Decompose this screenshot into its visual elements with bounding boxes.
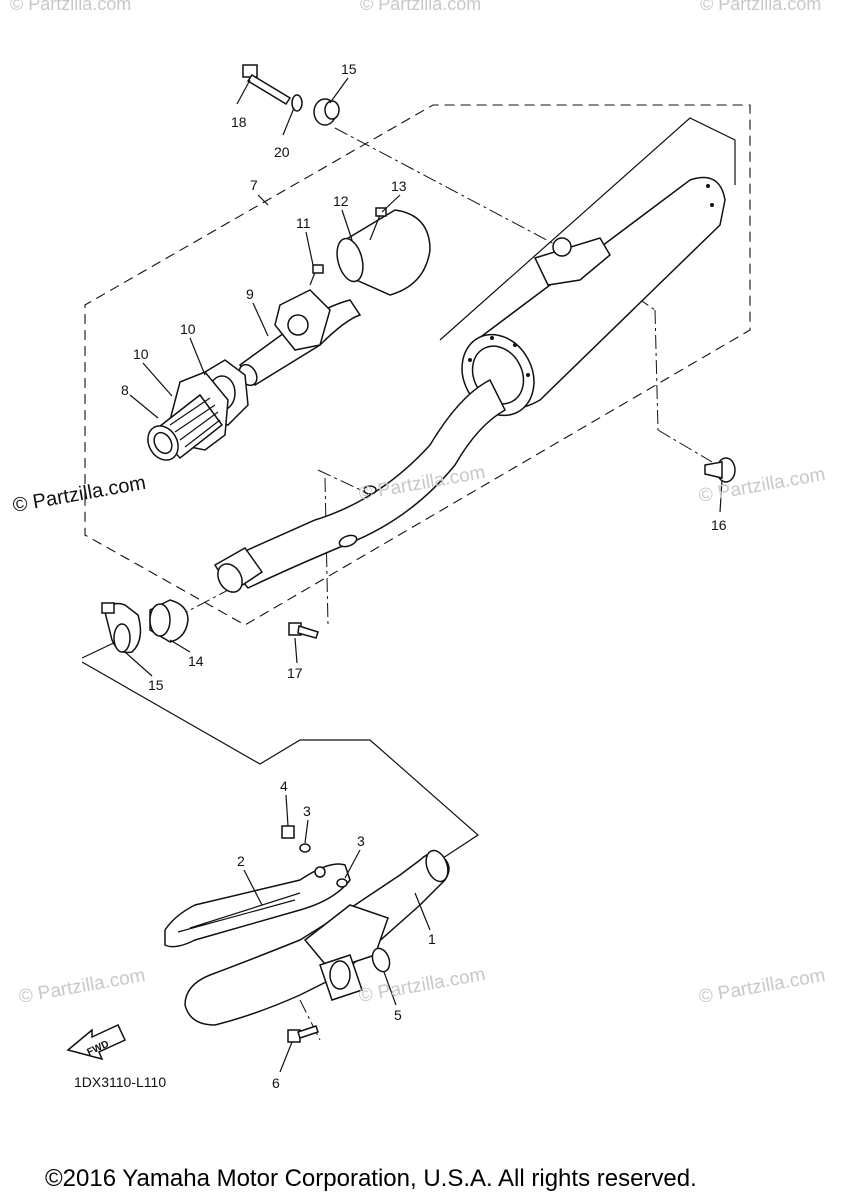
drawing-code: 1DX3110-L110 xyxy=(74,1074,166,1090)
bolt-13 xyxy=(369,207,387,241)
part-label-7: 7 xyxy=(250,177,258,193)
part-label-3: 3 xyxy=(357,833,365,849)
part-label-11: 11 xyxy=(296,215,311,231)
inner-pipe xyxy=(238,289,362,387)
part-label-15: 15 xyxy=(341,61,357,77)
bolt-18 xyxy=(288,622,319,639)
muffler-assembly-boundary xyxy=(84,104,751,626)
gasket-5 xyxy=(371,947,391,973)
part-label-6: 6 xyxy=(272,1075,280,1091)
silencer-insert xyxy=(147,371,229,461)
bolt-19 xyxy=(242,64,292,106)
part-label-4: 4 xyxy=(280,778,288,794)
heat-protector xyxy=(164,863,351,948)
exhaust-pipe xyxy=(184,849,450,1026)
bolt-6 xyxy=(287,1025,319,1043)
bolt-4 xyxy=(281,825,295,839)
watermark: © Partzilla.com xyxy=(11,472,148,517)
part-label-8: 8 xyxy=(121,382,129,398)
part-label-10: 10 xyxy=(180,321,196,337)
leader-lines xyxy=(124,77,723,1073)
washer-3 xyxy=(299,843,311,853)
part-label-9: 9 xyxy=(246,286,254,302)
part-label-19: 18 xyxy=(231,114,247,130)
washer-3 xyxy=(336,878,348,888)
watermark: © Partzilla.com xyxy=(360,0,481,14)
part-label-20: 20 xyxy=(274,144,290,160)
watermark: © Partzilla.com xyxy=(357,964,487,1007)
part-label-3: 3 xyxy=(303,803,311,819)
watermark: © Partzilla.com xyxy=(17,965,147,1008)
watermark: © Partzilla.com xyxy=(10,0,131,14)
bolt-11 xyxy=(309,264,324,286)
end-cap xyxy=(336,209,431,296)
part-label-13: 13 xyxy=(391,178,407,194)
joint-gasket-14 xyxy=(149,599,189,643)
copyright-notice: ©2016 Yamaha Motor Corporation, U.S.A. A… xyxy=(45,1165,697,1192)
part-labels: 18 20 15 7 13 12 11 9 10 10 8 16 17 14 1… xyxy=(121,61,727,1091)
part-label-18: 17 xyxy=(287,665,303,681)
part-label-1: 1 xyxy=(428,931,436,947)
washer-20 xyxy=(291,94,303,112)
part-label-12: 12 xyxy=(333,193,349,209)
part-label-17: 15 xyxy=(148,677,164,693)
clamp-17 xyxy=(101,602,142,654)
part-label-16: 16 xyxy=(711,517,727,533)
part-label-14: 14 xyxy=(188,653,204,669)
rivet-16 xyxy=(704,457,736,483)
muffler xyxy=(461,176,726,417)
rubber-damper-15 xyxy=(313,98,340,126)
watermark: © Partzilla.com xyxy=(697,965,827,1008)
part-label-5: 5 xyxy=(394,1007,402,1023)
fwd-arrow-icon: FWD xyxy=(66,1024,126,1061)
mid-pipe xyxy=(213,378,506,594)
watermark: © Partzilla.com xyxy=(700,0,821,14)
part-label-2: 2 xyxy=(237,853,245,869)
part-label-10: 10 xyxy=(133,346,149,362)
